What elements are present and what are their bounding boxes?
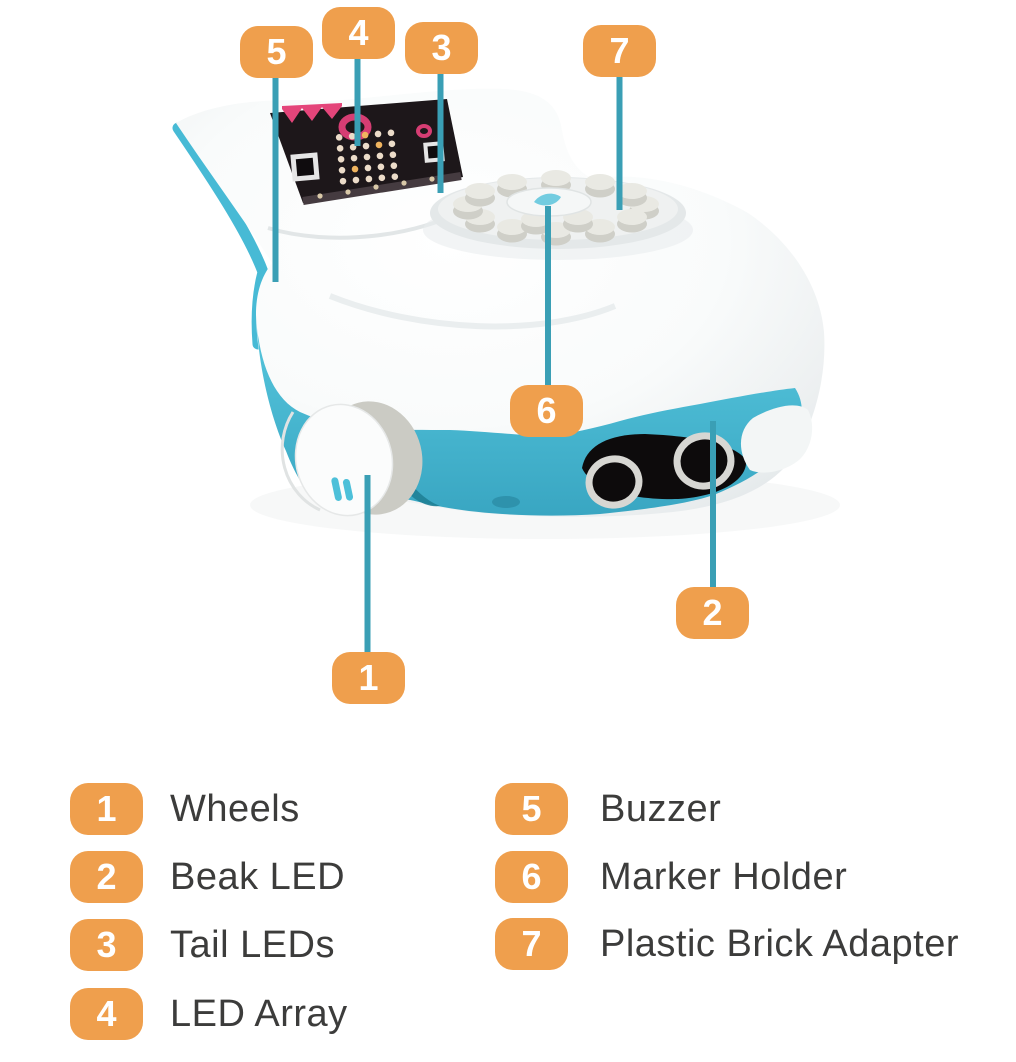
legend-item-buzzer: 5 Buzzer [495, 783, 721, 835]
callout-badge-6: 6 [510, 385, 583, 437]
legend-item-marker-holder: 6 Marker Holder [495, 851, 847, 903]
legend-badge-6: 6 [495, 851, 568, 903]
chin-panel [740, 405, 813, 473]
legend-badge-7: 7 [495, 918, 568, 970]
legend-label-wheels: Wheels [170, 787, 300, 830]
callout-lines [272, 59, 716, 653]
callout-badge-2: 2 [676, 587, 749, 639]
legend-item-wheels: 1 Wheels [70, 783, 300, 835]
bird-logo [534, 193, 561, 206]
beak-led-right [673, 432, 735, 490]
callout-badge-7: 7 [583, 25, 656, 77]
beak-leds [582, 432, 747, 509]
legend-label-beak-led: Beak LED [170, 855, 346, 898]
legend-label-led-array: LED Array [170, 992, 348, 1035]
callout-badge-3: 3 [405, 22, 478, 74]
callout-badge-4: 4 [322, 7, 395, 59]
legend-label-plastic-brick-adapter: Plastic Brick Adapter [600, 922, 959, 965]
wheel-arch [280, 411, 321, 512]
wheel-logo [331, 477, 354, 501]
microbit-board [270, 99, 463, 205]
beak-led-left [585, 455, 643, 509]
robot-illustration [172, 59, 825, 653]
legend-badge-2: 2 [70, 851, 143, 903]
legend-badge-1: 1 [70, 783, 143, 835]
microbit-connector-pads [317, 176, 435, 199]
legend-badge-4: 4 [70, 988, 143, 1040]
legend-badge-3: 3 [70, 919, 143, 971]
microbit-button-a [290, 152, 320, 182]
callout-badge-5: 5 [240, 26, 313, 78]
microbit-pink-pattern [282, 103, 342, 123]
legend-item-tail-leds: 3 Tail LEDs [70, 919, 335, 971]
legend-item-beak-led: 2 Beak LED [70, 851, 345, 903]
callout-badge-1: 1 [332, 652, 405, 704]
legend-item-led-array: 4 LED Array [70, 988, 348, 1040]
dome-crease [328, 293, 617, 330]
legend-badge-5: 5 [495, 783, 568, 835]
legend-label-tail-leds: Tail LEDs [170, 923, 335, 966]
legend-label-marker-holder: Marker Holder [600, 855, 848, 898]
legend-item-plastic-brick-adapter: 7 Plastic Brick Adapter [495, 918, 959, 970]
base-port [492, 496, 520, 508]
legend-label-buzzer: Buzzer [600, 787, 722, 830]
microbit-edge-connector [302, 172, 462, 205]
